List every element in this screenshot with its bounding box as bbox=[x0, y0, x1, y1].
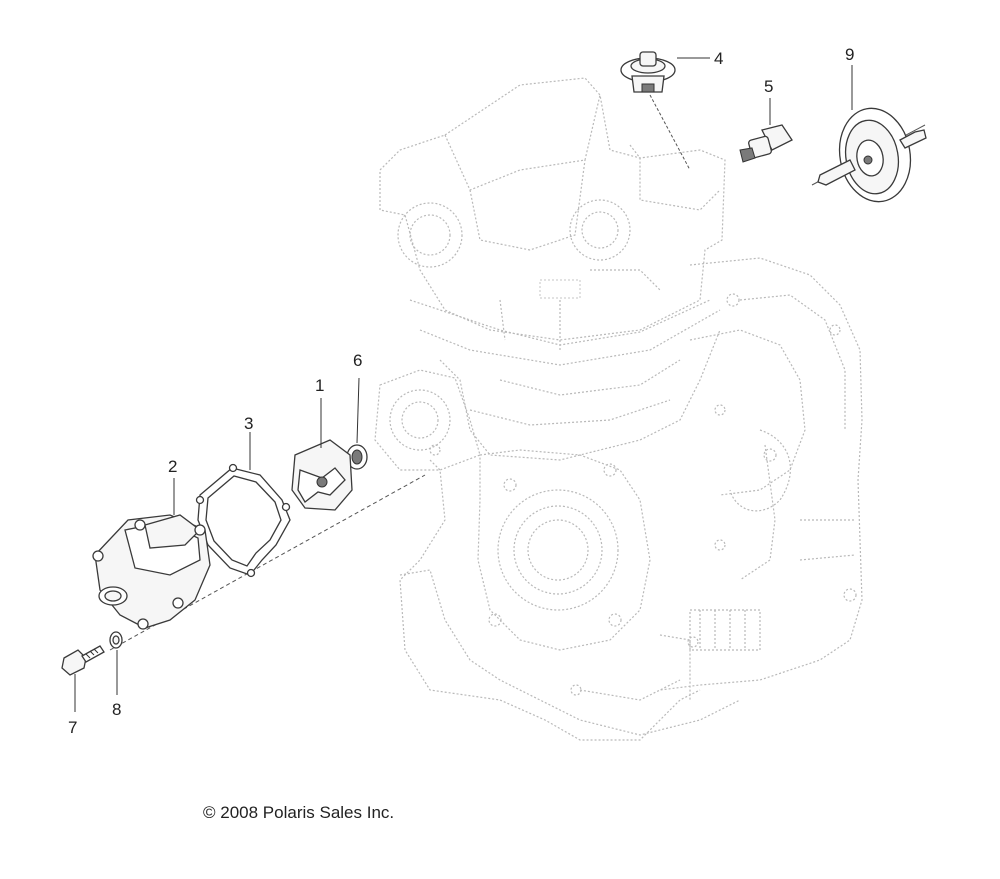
callout-9: 9 bbox=[845, 45, 855, 64]
callout-4: 4 bbox=[714, 49, 724, 68]
part-4-thermostat bbox=[620, 51, 710, 171]
part-1-impeller bbox=[291, 398, 353, 511]
part-8-washer bbox=[109, 631, 123, 695]
callout-7: 7 bbox=[68, 718, 78, 737]
callout-6: 6 bbox=[353, 351, 363, 370]
callout-1: 1 bbox=[315, 376, 325, 395]
callout-2: 2 bbox=[168, 457, 178, 476]
callout-5: 5 bbox=[764, 77, 774, 96]
callout-3: 3 bbox=[244, 414, 254, 433]
part-5-sensor bbox=[739, 98, 793, 163]
part-3-gasket bbox=[195, 432, 291, 578]
callout-8: 8 bbox=[112, 700, 122, 719]
part-7-bolt bbox=[61, 645, 105, 712]
copyright-notice: © 2008 Polaris Sales Inc. bbox=[203, 803, 395, 822]
engine-block-outline bbox=[374, 77, 863, 741]
part-9-pulley bbox=[811, 107, 927, 203]
part-2-pump-cover bbox=[92, 478, 211, 630]
